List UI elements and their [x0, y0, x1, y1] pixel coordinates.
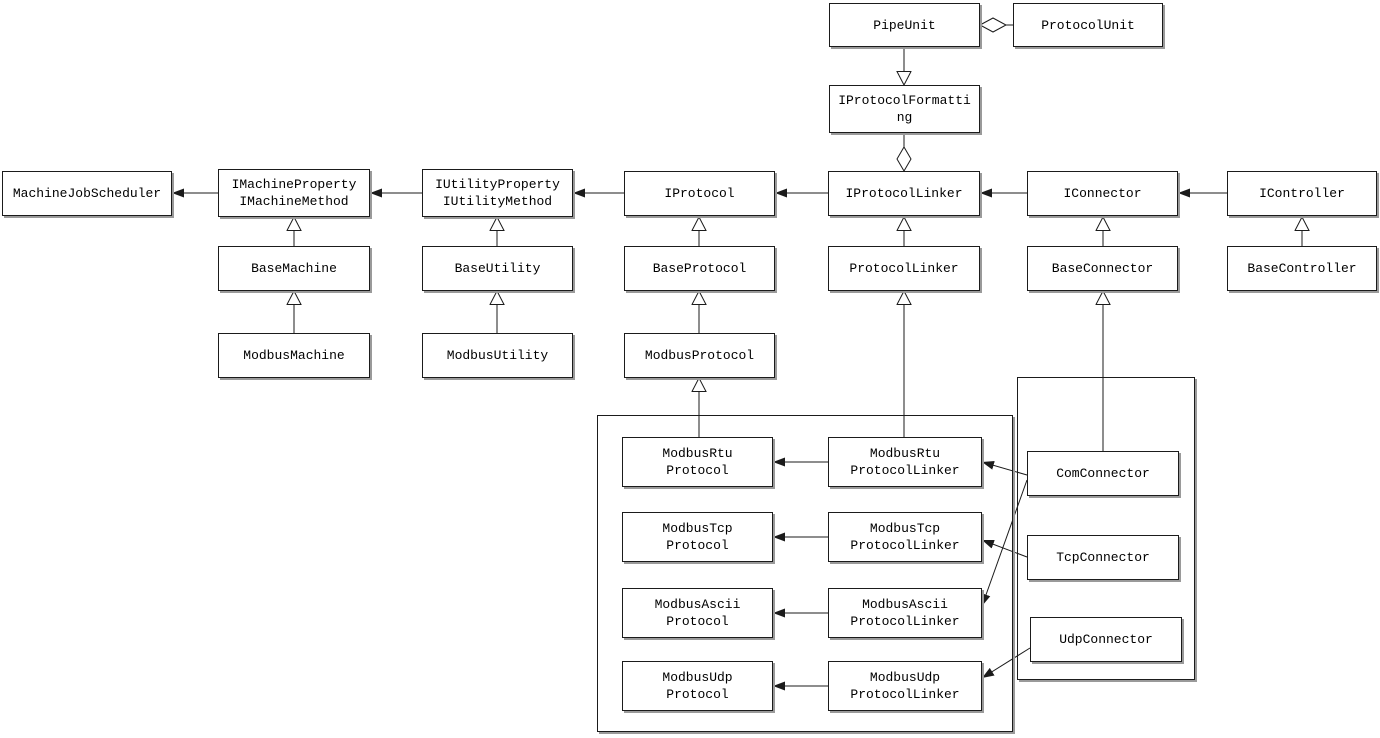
class-box-modbus-rtu-protocol: ModbusRtu Protocol [622, 437, 773, 487]
class-box-tcp-connector: TcpConnector [1027, 535, 1179, 580]
class-box-i-utility-property-method: IUtilityProperty IUtilityMethod [422, 169, 573, 217]
class-box-modbus-tcp-protocol: ModbusTcp Protocol [622, 512, 773, 562]
association-edge-com-connector-to-modbus-rtu-protocol-linker [981, 461, 1028, 476]
class-box-modbus-machine: ModbusMachine [218, 333, 370, 378]
class-box-i-connector: IConnector [1027, 171, 1178, 216]
class-box-modbus-udp-protocol-linker: ModbusUdp ProtocolLinker [828, 661, 982, 711]
class-box-i-machine-property-method: IMachineProperty IMachineMethod [218, 169, 370, 217]
connector-group-frame [1017, 377, 1195, 680]
class-box-i-protocol-formatting: IProtocolFormatti ng [829, 85, 980, 133]
class-box-protocol-linker: ProtocolLinker [828, 246, 980, 291]
class-box-pipe-unit: PipeUnit [829, 3, 980, 47]
class-box-modbus-protocol: ModbusProtocol [624, 333, 775, 378]
class-box-modbus-tcp-protocol-linker: ModbusTcp ProtocolLinker [828, 512, 982, 562]
class-box-base-protocol: BaseProtocol [624, 246, 775, 291]
class-box-i-protocol-linker: IProtocolLinker [828, 171, 980, 216]
association-edge-com-connector-to-modbus-ascii-protocol-linker [981, 479, 1028, 607]
class-box-machine-job-scheduler: MachineJobScheduler [2, 171, 172, 216]
class-box-modbus-udp-protocol: ModbusUdp Protocol [622, 661, 773, 711]
class-box-modbus-rtu-protocol-linker: ModbusRtu ProtocolLinker [828, 437, 982, 487]
association-edge-tcp-connector-to-modbus-tcp-protocol-linker [981, 539, 1028, 558]
class-box-i-controller: IController [1227, 171, 1377, 216]
aggregation-diamond-i-protocol-formatting [896, 146, 912, 172]
class-box-base-machine: BaseMachine [218, 246, 370, 291]
class-box-modbus-utility: ModbusUtility [422, 333, 573, 378]
class-box-protocol-unit: ProtocolUnit [1013, 3, 1163, 47]
association-edge-udp-connector-to-modbus-udp-protocol-linker [981, 647, 1031, 679]
aggregation-diamond-pipe-unit [978, 17, 1008, 33]
class-box-i-protocol: IProtocol [624, 171, 775, 216]
class-box-modbus-ascii-protocol: ModbusAscii Protocol [622, 588, 773, 638]
modbus-protocol-group-frame [597, 415, 1013, 732]
class-box-udp-connector: UdpConnector [1030, 617, 1182, 662]
class-box-base-controller: BaseController [1227, 246, 1377, 291]
class-box-com-connector: ComConnector [1027, 451, 1179, 496]
class-box-modbus-ascii-protocol-linker: ModbusAscii ProtocolLinker [828, 588, 982, 638]
class-box-base-connector: BaseConnector [1027, 246, 1178, 291]
class-box-base-utility: BaseUtility [422, 246, 573, 291]
